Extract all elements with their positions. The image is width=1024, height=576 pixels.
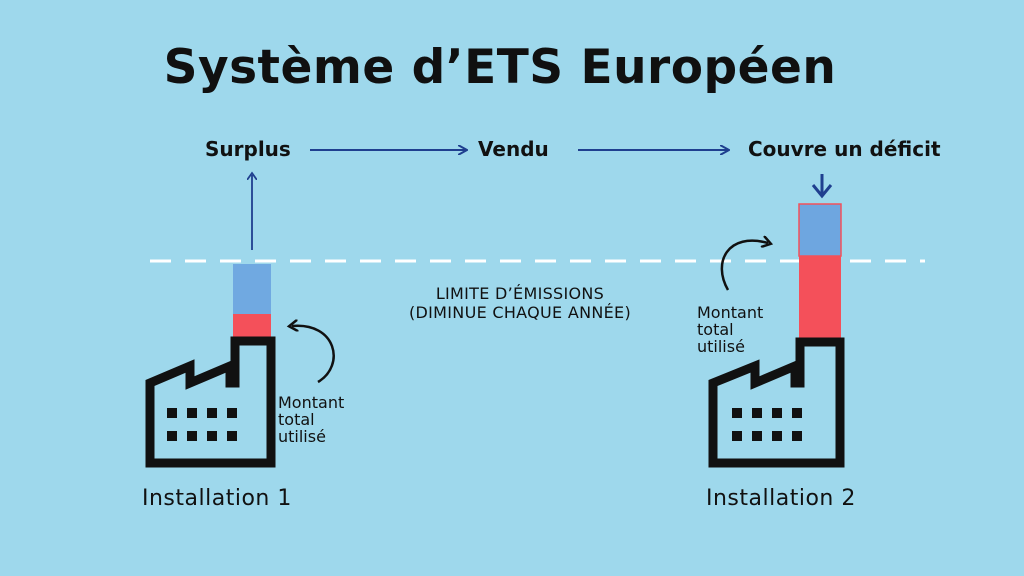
emission-limit-line2: (DIMINUE CHAQUE ANNÉE): [409, 303, 631, 322]
note-line: total: [278, 410, 315, 429]
note-line: utilisé: [697, 337, 745, 356]
note-line: Montant: [278, 393, 345, 412]
note-line: utilisé: [278, 427, 326, 446]
covers-deficit-label: Couvre un déficit: [748, 137, 941, 161]
installation-1-note: Montant total utilisé: [278, 394, 344, 445]
arrow-down-to-installation2: [811, 174, 833, 199]
installation-2-curl-arrow: [720, 241, 768, 291]
installation-1-curl-arrow: [292, 326, 335, 384]
note-line: Montant: [697, 303, 764, 322]
emission-limit-line1: LIMITE D’ÉMISSIONS: [435, 284, 605, 303]
page-title: Système d’ETS Européen: [163, 40, 837, 95]
emission-limit-text: LIMITE D’ÉMISSIONS (DIMINUE CHAQUE ANNÉE…: [340, 284, 700, 322]
installation-2-label: Installation 2: [706, 486, 856, 511]
installation-1-label: Installation 1: [142, 486, 292, 511]
surplus-label: Surplus: [205, 137, 291, 161]
installation-2-factory-icon: [708, 203, 845, 468]
note-line: total: [697, 320, 734, 339]
installation-2-note: Montant total utilisé: [697, 304, 763, 355]
sold-label: Vendu: [478, 137, 549, 161]
installation-1-factory-icon: [145, 264, 276, 468]
